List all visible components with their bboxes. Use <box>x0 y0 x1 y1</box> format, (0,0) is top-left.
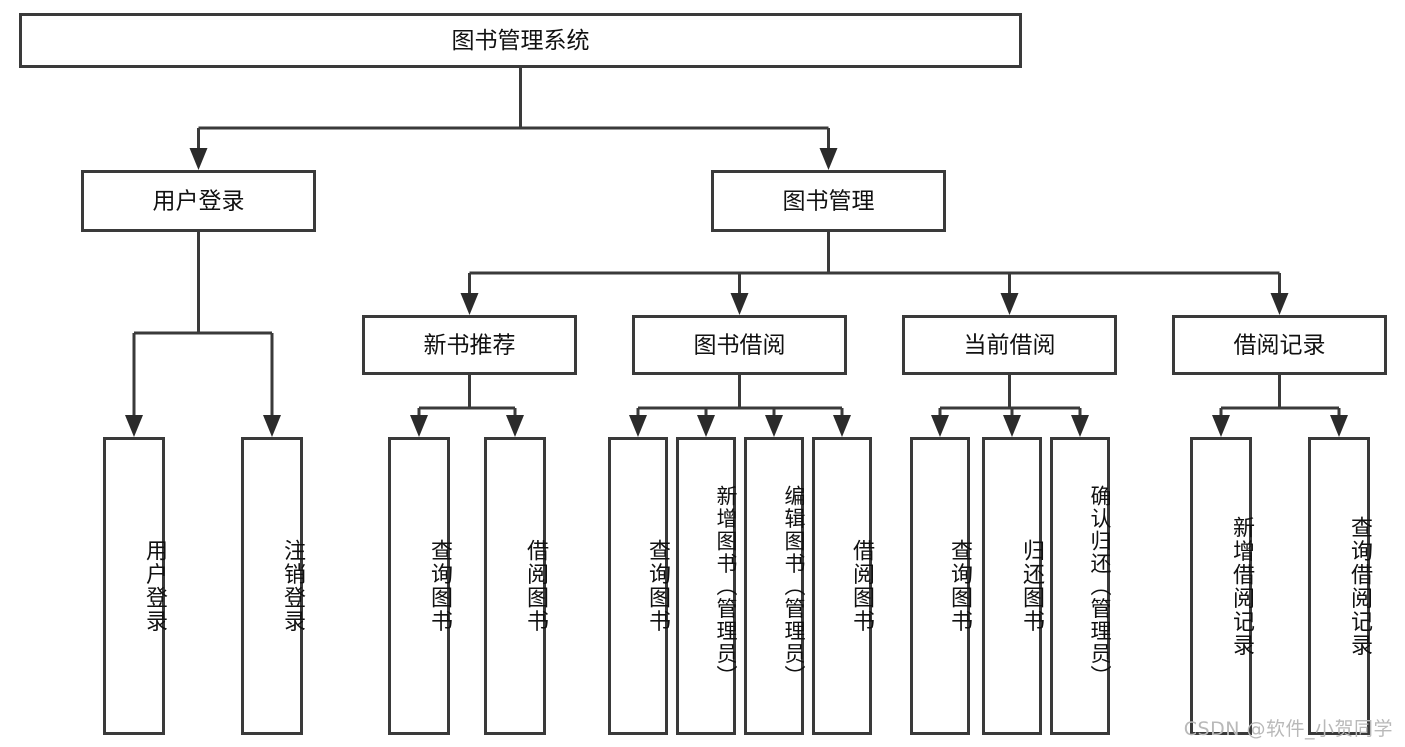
node-box-current-borrow[interactable] <box>902 315 1117 375</box>
node-box-leaf-add-record[interactable] <box>1190 437 1252 735</box>
arrowhead-leaf-logout <box>263 415 281 437</box>
arrowhead-leaf-add-book <box>697 415 715 437</box>
arrowhead-leaf-query-book-cur <box>931 415 949 437</box>
node-box-layer <box>19 13 1387 735</box>
arrowhead-leaf-confirm-return <box>1071 415 1089 437</box>
arrowhead-leaf-query-record <box>1330 415 1348 437</box>
arrowhead-leaf-borrow-book-rec <box>506 415 524 437</box>
node-label-book-borrow: 图书借阅 <box>694 333 786 359</box>
node-box-leaf-query-book-rec[interactable] <box>388 437 450 735</box>
node-box-leaf-query-book-cur[interactable] <box>910 437 970 735</box>
arrowhead-book-borrow <box>730 293 749 315</box>
node-box-leaf-edit-book[interactable] <box>744 437 804 735</box>
arrowhead-leaf-add-record <box>1212 415 1230 437</box>
node-label-root: 图书管理系统 <box>452 28 590 54</box>
arrowhead-leaf-edit-book <box>765 415 783 437</box>
node-box-user-login[interactable] <box>81 170 316 232</box>
arrowhead-borrow-record <box>1270 293 1289 315</box>
node-box-leaf-add-book[interactable] <box>676 437 736 735</box>
node-box-root[interactable] <box>19 13 1022 68</box>
node-box-leaf-borrow-book-rec[interactable] <box>484 437 546 735</box>
node-box-leaf-user-login[interactable] <box>103 437 165 735</box>
arrowhead-leaf-query-book-rec <box>410 415 428 437</box>
node-box-leaf-query-record[interactable] <box>1308 437 1370 735</box>
node-box-new-book-rec[interactable] <box>362 315 577 375</box>
node-box-book-manage[interactable] <box>711 170 946 232</box>
node-box-leaf-logout[interactable] <box>241 437 303 735</box>
arrowhead-leaf-return-book <box>1003 415 1021 437</box>
arrowhead-user-login <box>189 148 208 170</box>
node-label-book-manage: 图书管理 <box>783 189 875 215</box>
node-box-leaf-query-book-borrow[interactable] <box>608 437 668 735</box>
node-label-current-borrow: 当前借阅 <box>964 333 1056 359</box>
arrowhead-leaf-query-book-borrow <box>629 415 647 437</box>
node-box-book-borrow[interactable] <box>632 315 847 375</box>
arrowhead-current-borrow <box>1000 293 1019 315</box>
node-box-leaf-confirm-return[interactable] <box>1050 437 1110 735</box>
connector-layer <box>125 68 1348 437</box>
arrowhead-new-book-rec <box>460 293 479 315</box>
node-label-borrow-record: 借阅记录 <box>1234 333 1326 359</box>
node-box-leaf-borrow-book[interactable] <box>812 437 872 735</box>
node-label-new-book-rec: 新书推荐 <box>424 333 516 359</box>
arrowhead-leaf-borrow-book <box>833 415 851 437</box>
node-label-user-login: 用户登录 <box>153 189 245 215</box>
watermark-text: CSDN @软件_小贺同学 <box>1183 718 1393 740</box>
node-box-leaf-return-book[interactable] <box>982 437 1042 735</box>
node-box-borrow-record[interactable] <box>1172 315 1387 375</box>
arrowhead-book-manage <box>819 148 838 170</box>
arrowhead-leaf-user-login <box>125 415 143 437</box>
